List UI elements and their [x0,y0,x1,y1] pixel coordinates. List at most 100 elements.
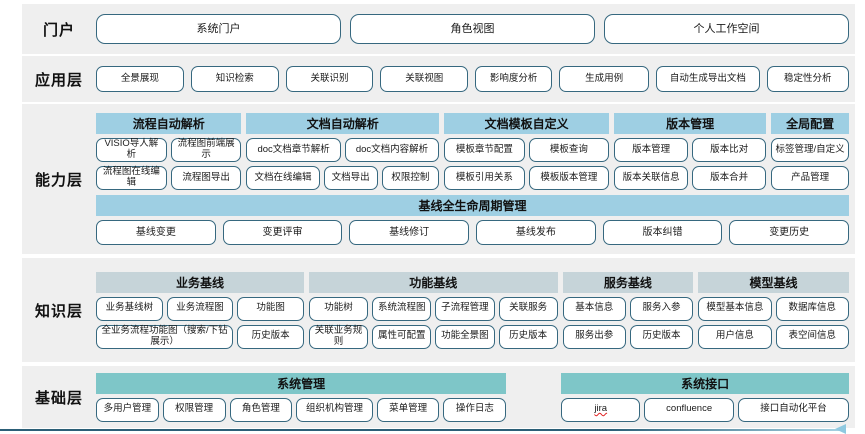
know-item-user-info[interactable]: 用户信息 [698,324,772,349]
layer-body-foundation: 系统管理 多用户管理 权限管理 角色管理 组织机构管理 菜单管理 操作日志 系 [96,369,855,426]
app-item-relation-view[interactable]: 关联视图 [380,66,469,92]
know-item-subprocess-management[interactable]: 子流程管理 [435,296,495,321]
group-line: 用户信息 表空间信息 [698,324,849,349]
found-item-confluence[interactable]: confluence [644,397,734,422]
know-item-business-baseline-tree[interactable]: 业务基线树 [96,296,163,321]
found-item-role-management[interactable]: 角色管理 [229,397,293,422]
found-item-interface-automation-platform[interactable]: 接口自动化平台 [737,397,849,422]
know-item-full-business-flow-function-chart[interactable]: 全业务流程功能图（搜索/下钻展示） [96,324,234,349]
found-item-multi-user-management[interactable]: 多用户管理 [96,397,159,422]
foundation-group-system-management: 系统管理 多用户管理 权限管理 角色管理 组织机构管理 菜单管理 操作日志 [96,372,507,422]
cap-item-template-reference[interactable]: 模板引用关系 [444,166,525,190]
cap-item-tag-management[interactable]: 标签管理/自定义 [771,138,850,162]
cap-item-change-history[interactable]: 变更历史 [729,220,850,245]
know-item-function-panorama[interactable]: 功能全景图 [435,324,495,349]
group-grid-process-parse: VISIO导人解析 流程图前端展示 流程图在线编辑 流程图导出 [96,138,242,190]
know-item-related-business-rule[interactable]: 关联业务规则 [308,324,369,349]
cap-item-baseline-change[interactable]: 基线变更 [96,220,216,245]
found-item-menu-management[interactable]: 菜单管理 [376,397,440,422]
app-item-stability-analysis[interactable]: 稳定性分析 [766,66,849,92]
group-line: 全业务流程功能图（搜索/下钻展示） 历史版本 [96,324,304,349]
cap-item-change-review[interactable]: 变更评审 [222,220,343,245]
group-head-baseline-lifecycle: 基线全生命周期管理 [96,195,849,216]
know-item-history-version-business[interactable]: 历史版本 [237,324,304,349]
cap-item-doc-content-parse[interactable]: doc文档内容解析 [344,138,440,162]
group-head-function-baseline: 功能基线 [308,271,558,293]
bottom-arrow-icon [835,424,846,434]
cap-item-flowchart-frontend-display[interactable]: 流程图前端展示 [170,138,242,162]
jira-label-misspelled: jira [594,403,608,415]
portal-item-personal-workspace[interactable]: 个人工作空间 [604,14,849,44]
group-grid-version-mgmt: 版本管理 版本比对 版本关联信息 版本合并 [614,138,767,190]
know-item-business-flowchart[interactable]: 业务流程图 [166,296,234,321]
found-item-operation-log[interactable]: 操作日志 [443,397,507,422]
know-item-attribute-configurable[interactable]: 属性可配置 [372,324,432,349]
group-line: 版本管理 版本比对 [614,138,767,162]
cap-item-visio-import-parse[interactable]: VISIO导人解析 [96,138,167,162]
group-line: 模板章节配置 模板查询 [444,138,610,162]
cap-item-flowchart-export[interactable]: 流程图导出 [170,166,242,190]
group-head-doc-parse: 文档自动解析 [246,113,440,134]
cap-item-baseline-revision[interactable]: 基线修订 [349,220,470,245]
group-line: 多用户管理 权限管理 角色管理 组织机构管理 菜单管理 操作日志 [96,397,507,422]
app-item-generate-usecase[interactable]: 生成用例 [559,66,650,92]
know-item-history-version-service[interactable]: 历史版本 [629,324,694,349]
cap-item-permission-control[interactable]: 权限控制 [381,166,440,190]
portal-item-role-view[interactable]: 角色视图 [350,14,595,44]
layer-body-capability: 流程自动解析 VISIO导人解析 流程图前端展示 流程图在线编辑 流程图导出 文… [96,109,855,249]
cap-item-version-compare[interactable]: 版本比对 [692,138,767,162]
cap-item-template-chapter-config[interactable]: 模板章节配置 [444,138,525,162]
know-item-basic-info[interactable]: 基本信息 [562,296,626,321]
know-item-function-chart[interactable]: 功能图 [237,296,304,321]
know-item-related-service[interactable]: 关联服务 [498,296,558,321]
group-head-system-management: 系统管理 [96,372,507,394]
cap-item-version-relation-info[interactable]: 版本关联信息 [614,166,689,190]
know-item-service-output-param[interactable]: 服务出参 [562,324,626,349]
know-item-database-info[interactable]: 数据库信息 [775,296,849,321]
cap-item-template-version-mgmt[interactable]: 模板版本管理 [528,166,610,190]
cap-item-version-merge[interactable]: 版本合并 [692,166,767,190]
cap-item-version-management[interactable]: 版本管理 [614,138,689,162]
know-item-history-version-function[interactable]: 历史版本 [498,324,558,349]
group-grid-doc-parse: doc文档章节解析 doc文档内容解析 文档在线编辑 文档导出 权限控制 [246,138,440,190]
cap-item-flowchart-online-edit[interactable]: 流程图在线编辑 [96,166,167,190]
group-line: 标签管理/自定义 [771,138,850,162]
group-grid-model-baseline: 模型基本信息 数据库信息 用户信息 表空间信息 [698,296,849,349]
group-line: VISIO导人解析 流程图前端展示 [96,138,242,162]
layer-label-knowledge: 知识层 [34,302,83,320]
knowledge-group-row: 业务基线 业务基线树 业务流程图 功能图 全业务流程功能图（搜索/下钻展示） 历… [96,271,849,349]
group-grid-service-baseline: 基本信息 服务入参 服务出参 历史版本 [562,296,694,349]
know-item-function-tree[interactable]: 功能树 [308,296,369,321]
app-item-relation-recognition[interactable]: 关联识别 [285,66,374,92]
group-line: 流程图在线编辑 流程图导出 [96,166,242,190]
cap-item-baseline-release[interactable]: 基线发布 [476,220,596,245]
app-item-impact-analysis[interactable]: 影响度分析 [475,66,553,92]
group-line: 基本信息 服务入参 [562,296,694,321]
know-item-tablespace-info[interactable]: 表空间信息 [775,324,849,349]
foundation-group-system-interface: 系统接口 jira confluence 接口自动化平台 [561,372,849,422]
group-head-service-baseline: 服务基线 [562,271,694,293]
found-item-permission-management[interactable]: 权限管理 [162,397,226,422]
group-head-model-baseline: 模型基线 [698,271,849,293]
cap-item-version-correction[interactable]: 版本纠错 [602,220,723,245]
group-head-version-mgmt: 版本管理 [614,113,767,134]
portal-item-system-portal[interactable]: 系统门户 [96,14,341,44]
group-line: 服务出参 历史版本 [562,324,694,349]
group-head-doc-template: 文档模板自定义 [444,113,610,134]
know-item-service-input-param[interactable]: 服务入参 [629,296,694,321]
app-item-knowledge-search[interactable]: 知识检索 [190,66,279,92]
cap-item-doc-chapter-parse[interactable]: doc文档章节解析 [246,138,341,162]
know-item-model-basic-info[interactable]: 模型基本信息 [698,296,772,321]
cap-item-doc-export[interactable]: 文档导出 [323,166,378,190]
found-item-org-structure-management[interactable]: 组织机构管理 [296,397,373,422]
layer-body-application: 全景展现 知识检索 关联识别 关联视图 影响度分析 生成用例 自动生成导出文档 … [96,62,855,96]
cap-item-template-query[interactable]: 模板查询 [528,138,610,162]
app-item-panorama[interactable]: 全景展现 [96,66,184,92]
bottom-decorative-rule [0,424,846,434]
cap-item-doc-online-edit[interactable]: 文档在线编辑 [246,166,320,190]
know-item-system-flowchart[interactable]: 系统流程图 [372,296,432,321]
cap-item-product-management[interactable]: 产品管理 [771,166,850,190]
group-line: 关联业务规则 属性可配置 功能全景图 历史版本 [308,324,558,349]
found-item-jira[interactable]: jira [561,397,641,422]
app-item-auto-export-doc[interactable]: 自动生成导出文档 [656,66,760,92]
